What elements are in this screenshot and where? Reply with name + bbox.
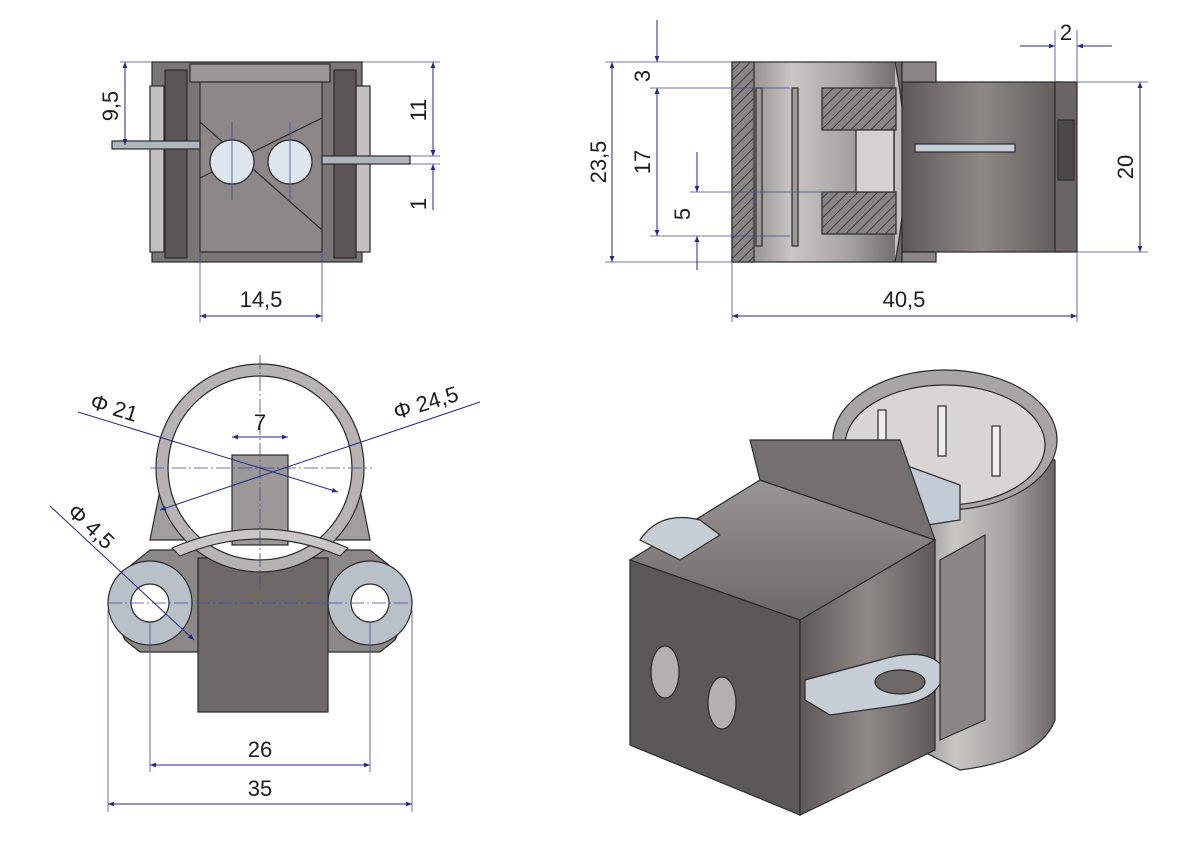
top-right-view: 23,5 3 17 5 2 20 40,5 bbox=[586, 20, 1148, 322]
dim-2: 2 bbox=[1060, 20, 1072, 45]
housing-tab-top bbox=[901, 61, 937, 83]
top-lip bbox=[189, 63, 331, 83]
iso-rib-2 bbox=[937, 405, 947, 457]
dim-line-phi-21 bbox=[77, 411, 339, 493]
dim-17: 17 bbox=[630, 150, 655, 174]
dim-11: 11 bbox=[406, 99, 431, 122]
dim-14-5: 14,5 bbox=[240, 287, 283, 312]
dim-line-phi-24-5 bbox=[159, 401, 481, 511]
inner-left-wall bbox=[164, 69, 188, 259]
rib-1 bbox=[755, 87, 763, 247]
screw-detail bbox=[1057, 119, 1075, 181]
dim-23-5: 23,5 bbox=[586, 141, 611, 184]
dim-line-phi-4-5 bbox=[49, 505, 195, 641]
top-left-view: 9,5 11 1 14,5 bbox=[98, 61, 440, 322]
dim-40-5: 40,5 bbox=[883, 287, 926, 312]
iso-rib-3 bbox=[991, 425, 1001, 477]
section-wall-left bbox=[731, 61, 755, 263]
brush-section-top bbox=[821, 87, 897, 131]
housing-tab-bottom bbox=[901, 251, 937, 263]
brush-core bbox=[855, 129, 895, 193]
iso-hole-2 bbox=[707, 676, 737, 730]
bottom-left-view: Φ 21 Φ 24,5 7 Φ 4,5 26 35 bbox=[49, 355, 481, 812]
dim-20: 20 bbox=[1113, 155, 1138, 179]
cradle bbox=[170, 528, 350, 557]
iso-hole-1 bbox=[650, 645, 680, 699]
iso-ear-top bbox=[639, 516, 722, 561]
housing-block bbox=[901, 81, 1063, 253]
side-flange-left bbox=[149, 85, 165, 253]
dim-26: 26 bbox=[248, 737, 272, 762]
dim-35: 35 bbox=[248, 776, 272, 801]
dim-3: 3 bbox=[630, 70, 655, 82]
brush-holder-3d-icon bbox=[628, 369, 1058, 816]
dim-5: 5 bbox=[670, 208, 695, 220]
rib-2 bbox=[791, 87, 799, 247]
iso-ear-hole bbox=[874, 669, 926, 695]
dim-phi-21: Φ 21 bbox=[88, 389, 141, 427]
diag-line-1 bbox=[199, 121, 323, 231]
iso-side-plate bbox=[939, 533, 986, 741]
tab-left bbox=[111, 140, 201, 150]
brush-section-bottom bbox=[821, 191, 897, 235]
lower-block bbox=[197, 557, 329, 713]
dim-1: 1 bbox=[406, 198, 431, 210]
iso-upper-body bbox=[749, 439, 936, 541]
tab-right bbox=[321, 155, 411, 165]
dim-7: 7 bbox=[254, 410, 266, 435]
dim-9-5: 9,5 bbox=[98, 91, 123, 122]
dim-phi-24-5: Φ 24,5 bbox=[390, 381, 461, 424]
side-flange-right bbox=[355, 85, 371, 253]
dim-phi-4-5: Φ 4,5 bbox=[63, 499, 120, 554]
spring-tab bbox=[914, 143, 1016, 153]
